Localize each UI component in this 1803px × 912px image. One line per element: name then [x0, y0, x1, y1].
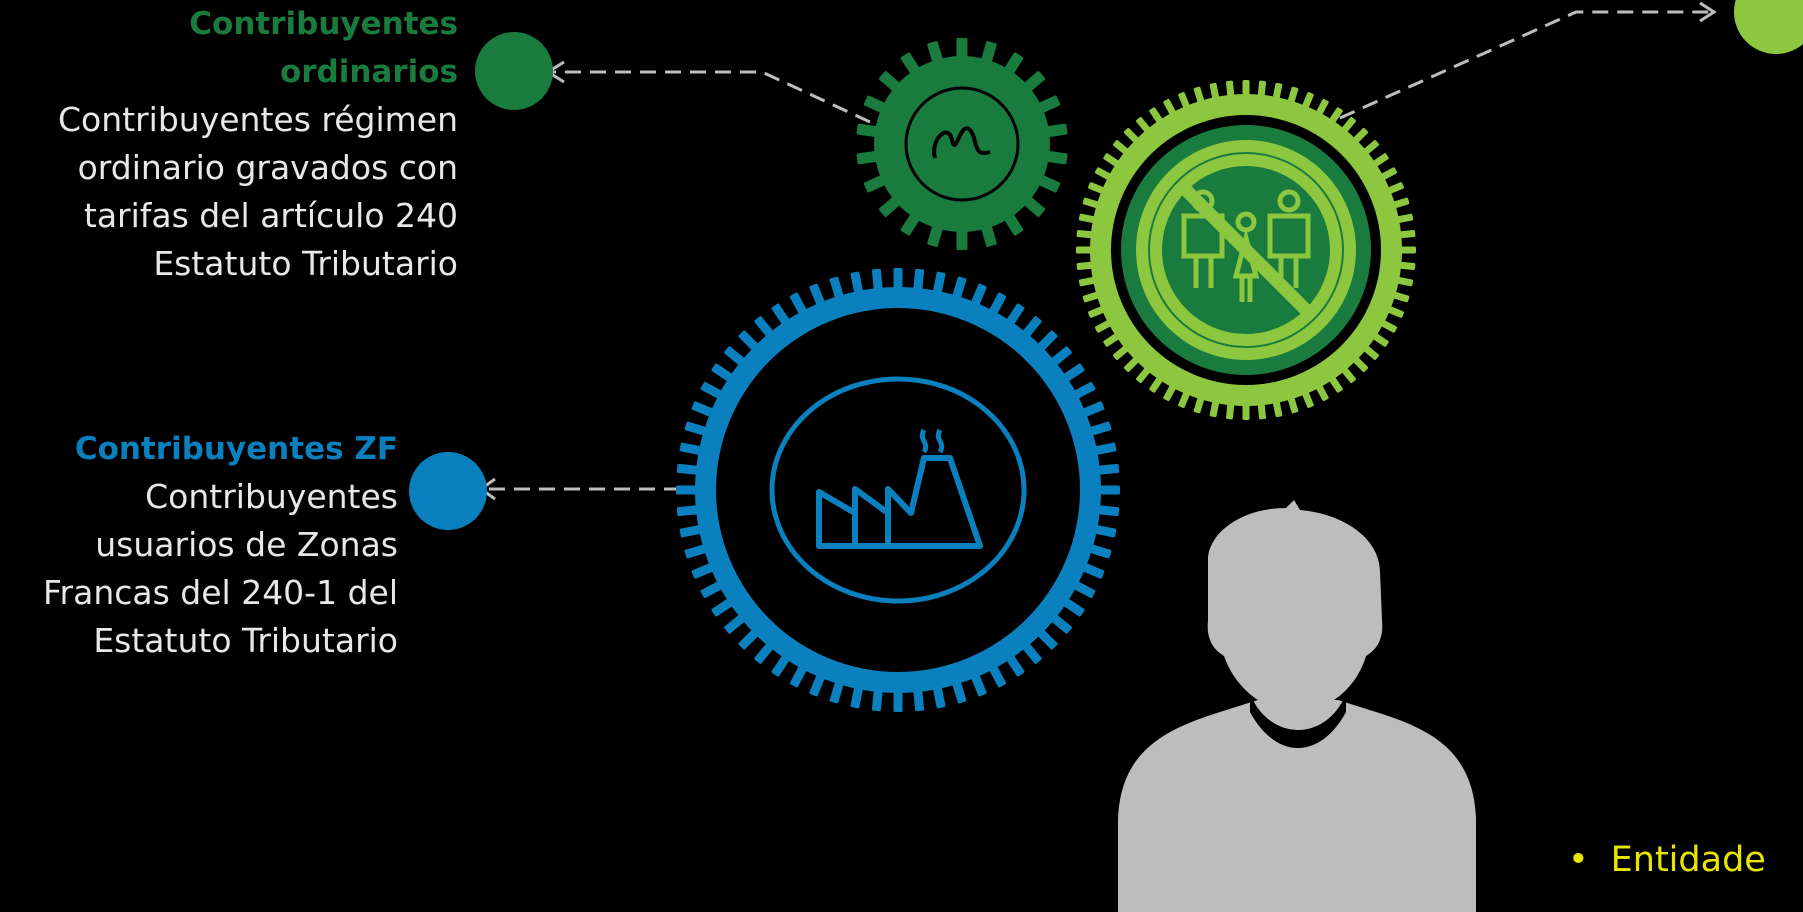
- ordinarios-title-line2: ordinarios: [279, 54, 458, 90]
- zf-desc-line: usuarios de Zonas: [95, 525, 398, 564]
- connector-top-right: [1339, 10, 1712, 120]
- worm-icon: [932, 126, 991, 159]
- ordinarios-text-block: Contribuyentes ordinarios Contribuyentes…: [0, 0, 458, 288]
- ordinarios-title-line1: Contribuyentes: [189, 6, 458, 42]
- factory-icon: [816, 428, 983, 549]
- zf-desc-line: Estatuto Tributario: [93, 621, 398, 660]
- zf-desc-line: Francas del 240-1 del: [42, 573, 398, 612]
- zf-text-block: Contribuyentes ZF Contribuyentes usuario…: [0, 425, 398, 665]
- bullet-item: • Entidade: [1568, 838, 1766, 882]
- ordinarios-desc-line: tarifas del artículo 240: [83, 196, 458, 235]
- blue-gear-icon: [676, 268, 1120, 712]
- zf-title: Contribuyentes ZF: [74, 431, 398, 467]
- node-zf-dot: [409, 452, 487, 530]
- ordinarios-desc-line: Contribuyentes régimen: [58, 100, 458, 139]
- person-silhouette-icon: [1118, 500, 1476, 912]
- node-ordinarios-dot: [475, 32, 553, 110]
- arrowhead-top-right: [1699, 1, 1717, 23]
- lime-gear-icon: [1076, 80, 1416, 420]
- ordinarios-desc-line: ordinario gravados con: [77, 148, 458, 187]
- ordinarios-desc-line: Estatuto Tributario: [153, 244, 458, 283]
- prohibition-slash: [1178, 182, 1314, 318]
- bullet-text: Entidade: [1610, 840, 1766, 880]
- zf-desc-line: Contribuyentes: [145, 477, 398, 516]
- connector-ordinarios: [550, 70, 871, 124]
- node-top-right-dot: [1734, 0, 1803, 54]
- dark-green-gear-icon: [856, 38, 1068, 250]
- bullet-marker: •: [1568, 840, 1589, 880]
